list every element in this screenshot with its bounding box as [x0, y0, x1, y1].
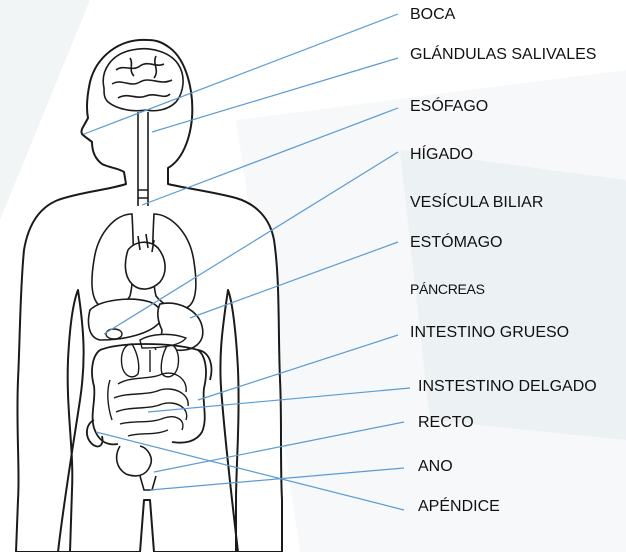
gallbladder — [106, 329, 122, 339]
label-instestino-delgado: INSTESTINO DELGADO — [418, 378, 597, 396]
body-outline — [16, 40, 282, 552]
label-pancreas: PÁNCREAS — [410, 280, 485, 298]
label-intestino-grueso: INTESTINO GRUESO — [410, 324, 569, 342]
label-esofago: ESÓFAGO — [410, 98, 488, 116]
label-vesicula-biliar: VESÍCULA BILIAR — [410, 194, 543, 212]
label-higado: HÍGADO — [410, 146, 473, 164]
label-boca: BOCA — [410, 6, 455, 24]
label-apendice: APÉNDICE — [418, 498, 500, 516]
label-ano: ANO — [418, 458, 453, 476]
label-recto: RECTO — [418, 414, 474, 432]
label-estomago: ESTÓMAGO — [410, 234, 502, 252]
label-glandulas-salivales: GLÁNDULAS SALIVALES — [410, 46, 596, 64]
brain — [103, 49, 183, 111]
